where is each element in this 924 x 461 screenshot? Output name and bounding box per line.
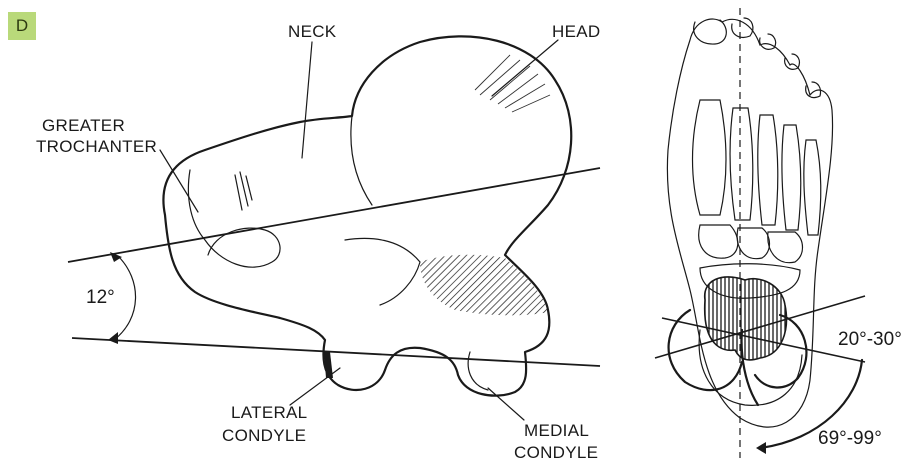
angle-69-99-label: 69°-99° bbox=[818, 428, 882, 449]
intercondylar-hatch bbox=[420, 255, 548, 316]
lateral-condyle-label-2: CONDYLE bbox=[222, 426, 306, 445]
angle-arc bbox=[114, 256, 136, 340]
head-neck-junction bbox=[351, 116, 372, 205]
lateral-condyle-label-1: LATERAL bbox=[231, 403, 307, 422]
toes bbox=[694, 18, 821, 98]
condylar-axis bbox=[72, 338, 600, 366]
neck-label: NECK bbox=[288, 22, 337, 41]
femur-outline bbox=[163, 36, 571, 395]
talus-hatched bbox=[705, 277, 787, 360]
medial-condyle-label-1: MEDIAL bbox=[524, 421, 589, 440]
foot-outline bbox=[667, 19, 832, 427]
trochanteric-contour bbox=[188, 170, 280, 267]
femur-illustration: 12° NECK HEAD GREATER TROCHANTER LATERAL… bbox=[36, 22, 600, 461]
angle-20-30-label: 20°-30° bbox=[838, 329, 902, 350]
medial-condyle-label-2: CONDYLE bbox=[514, 443, 598, 461]
head-shading bbox=[475, 55, 550, 112]
metatarsals bbox=[693, 100, 821, 235]
trochanter-head-axis bbox=[68, 168, 600, 262]
head-label: HEAD bbox=[552, 22, 600, 41]
angle-12-label: 12° bbox=[86, 287, 115, 308]
greater-trochanter-label-1: GREATER bbox=[42, 116, 125, 135]
foot-illustration: 20°-30° 69°-99° bbox=[655, 8, 902, 458]
greater-trochanter-label-2: TROCHANTER bbox=[36, 137, 157, 156]
